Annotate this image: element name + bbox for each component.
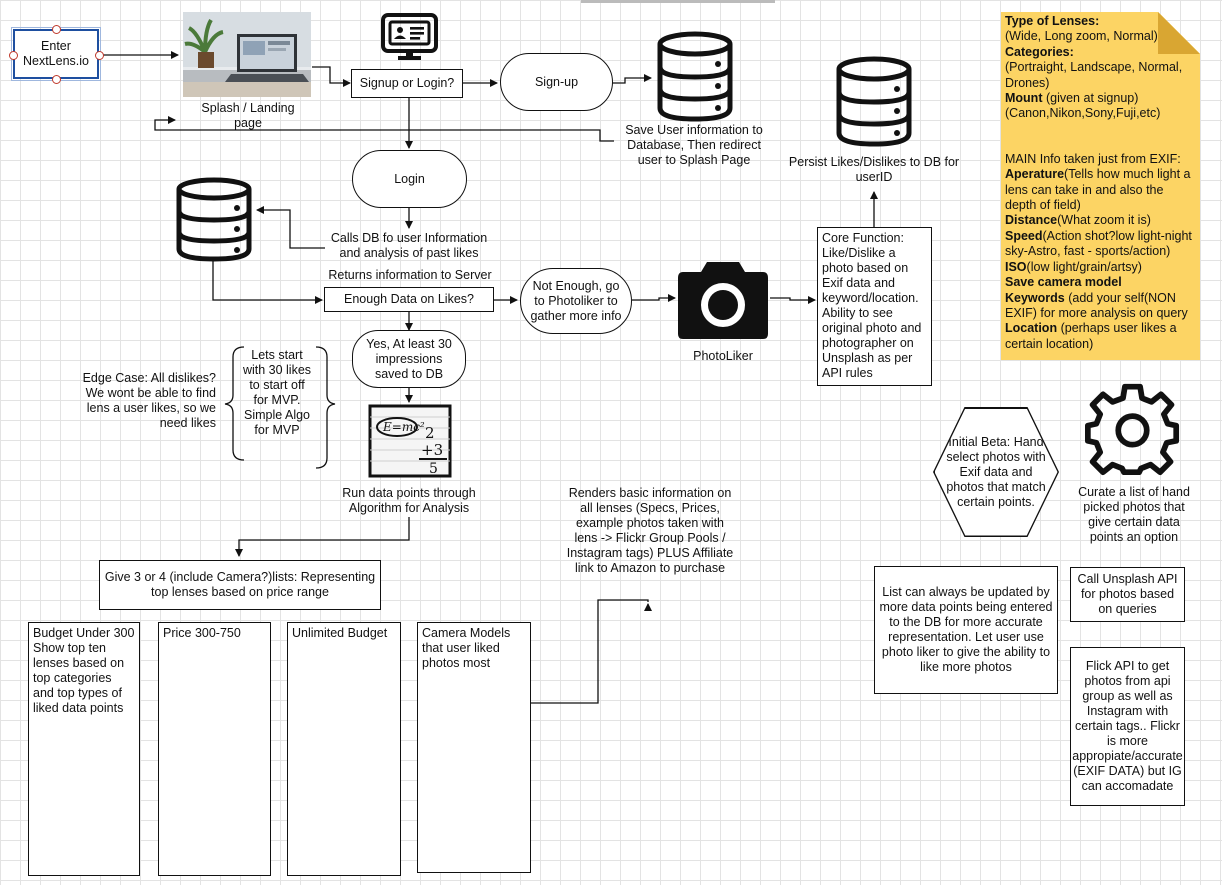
camera-models-box[interactable]: Camera Models that user liked photos mos…	[417, 622, 531, 873]
signup-or-login-decision[interactable]: Signup or Login?	[351, 69, 463, 98]
signup-node[interactable]: Sign-up	[500, 53, 613, 111]
arrow-signup-to-database	[612, 74, 652, 84]
iso-title: ISO	[1005, 259, 1027, 274]
camera-icon	[678, 262, 768, 339]
core-function-label: Core Function: Like/Dislike a photo base…	[822, 231, 922, 380]
core-function-box[interactable]: Core Function: Like/Dislike a photo base…	[817, 227, 932, 386]
selection-handle-right[interactable]	[95, 51, 104, 60]
distance-text: (What zoom it is)	[1057, 213, 1151, 228]
algorithm-formula-icon: E=mc² 2 +3 5	[368, 404, 452, 478]
keywords-text: (add your self(NON EXIF) for more analys…	[1005, 290, 1188, 320]
run-data-label: Run data points through Algorithm for An…	[342, 486, 476, 515]
svg-text:E=mc²: E=mc²	[382, 420, 425, 434]
call-unsplash-box[interactable]: Call Unsplash API for photos based on qu…	[1070, 567, 1185, 622]
save-user-info-label: Save User information to Database, Then …	[625, 123, 763, 167]
arrow-splash-to-signup-or-login	[312, 66, 351, 87]
returns-info-label: Returns information to Server	[328, 268, 492, 282]
gear-icon	[1085, 383, 1180, 476]
signup-or-login-label: Signup or Login?	[359, 76, 455, 90]
start-node-label: Enter NextLens.io	[22, 39, 89, 68]
enough-data-label: Enough Data on Likes?	[344, 292, 474, 306]
unlimited-budget-label: Unlimited Budget	[292, 626, 388, 640]
arrow-not-enough-to-camera	[632, 294, 676, 302]
lets-start-label: Lets start with 30 likes to start off fo…	[242, 348, 312, 437]
login-label: Login	[394, 171, 425, 186]
mount-text: (given at signup) (Canon,Nikon,Sony,Fuji…	[1005, 91, 1161, 121]
brace-right	[315, 346, 336, 469]
curate-list-label: Curate a list of hand picked photos that…	[1078, 485, 1190, 544]
user-profile-monitor-icon	[381, 13, 438, 60]
mount-title: Mount	[1005, 91, 1043, 106]
budget-under-300-box[interactable]: Budget Under 300 Show top ten lenses bas…	[28, 622, 140, 876]
arrow-algorithm-to-lists	[235, 517, 410, 557]
svg-text:2: 2	[425, 424, 435, 442]
categories-text: (Portraight, Landscape, Normal, Drones)	[1005, 60, 1183, 90]
location-title: Location	[1005, 321, 1058, 336]
price-300-750-label: Price 300-750	[163, 626, 241, 640]
aperature-title: Aperature	[1005, 167, 1065, 182]
selection-handle-bottom[interactable]	[52, 75, 61, 84]
arrow-database-to-enough-data	[212, 258, 323, 304]
arrow-redirect-to-splash	[154, 116, 614, 142]
give-lists-box[interactable]: Give 3 or 4 (include Camera?)lists: Repr…	[99, 560, 381, 610]
enough-data-decision[interactable]: Enough Data on Likes?	[324, 287, 494, 312]
lens-info-sticky-note[interactable]: Type of Lenses: (Wide, Long zoom, Normal…	[1001, 12, 1200, 360]
location-text: (perhaps user likes a certain location)	[1005, 321, 1177, 351]
keywords-title: Keywords	[1005, 290, 1065, 305]
top-scrollbar	[581, 0, 775, 3]
login-node[interactable]: Login	[352, 150, 467, 208]
brace-left	[224, 346, 245, 461]
budget-under-300-label: Budget Under 300 Show top ten lenses bas…	[33, 626, 135, 715]
types-title: Type of Lenses:	[1005, 14, 1100, 28]
arrow-camera-to-core-function	[770, 296, 816, 304]
edge-case-label: Edge Case: All dislikes? We wont be able…	[82, 371, 216, 430]
splash-landing-label: Splash / Landing page	[201, 101, 295, 130]
arrow-camera-models-to-renders	[531, 599, 649, 704]
yes-30-label: Yes, At least 30 impressions saved to DB	[366, 336, 452, 381]
svg-text:5: 5	[429, 461, 438, 477]
aperature-text: (Tells how much light a lens can take in…	[1005, 167, 1191, 213]
selection-handle-top[interactable]	[52, 25, 61, 34]
start-node-enter-nextlens[interactable]: Enter NextLens.io	[11, 27, 101, 81]
svg-text:+3: +3	[421, 441, 443, 459]
yes-30-node[interactable]: Yes, At least 30 impressions saved to DB	[352, 330, 466, 388]
likes-database-icon	[836, 56, 912, 147]
user-info-database-icon	[176, 177, 252, 262]
list-updated-box[interactable]: List can always be updated by more data …	[874, 566, 1058, 694]
iso-text: (low light/grain/artsy)	[1026, 259, 1142, 274]
distance-title: Distance	[1005, 213, 1058, 228]
flick-api-box[interactable]: Flick API to get photos from api group a…	[1070, 647, 1185, 806]
give-lists-label: Give 3 or 4 (include Camera?)lists: Repr…	[104, 570, 376, 599]
main-info-text: MAIN Info taken just from EXIF:	[1005, 151, 1181, 166]
photoliker-label: PhotoLiker	[693, 349, 753, 363]
unlimited-budget-box[interactable]: Unlimited Budget	[287, 622, 401, 876]
not-enough-label: Not Enough, go to Photoliker to gather m…	[530, 278, 622, 323]
flick-api-label: Flick API to get photos from api group a…	[1072, 659, 1183, 793]
arrow-calls-db-to-database	[256, 206, 325, 249]
selection-handle-left[interactable]	[9, 51, 18, 60]
save-camera-title: Save camera model	[1005, 275, 1122, 290]
categories-title: Categories:	[1005, 44, 1074, 59]
calls-db-label: Calls DB fo user Information and analysi…	[330, 231, 488, 260]
list-updated-label: List can always be updated by more data …	[879, 585, 1053, 674]
signup-label: Sign-up	[534, 74, 579, 89]
camera-models-label: Camera Models that user liked photos mos…	[422, 626, 511, 670]
call-unsplash-label: Call Unsplash API for photos based on qu…	[1077, 572, 1178, 616]
user-database-icon	[657, 31, 733, 122]
not-enough-node[interactable]: Not Enough, go to Photoliker to gather m…	[520, 268, 632, 334]
speed-text: (Action shot?low light-night sky-Astro, …	[1005, 228, 1192, 259]
price-300-750-box[interactable]: Price 300-750	[158, 622, 271, 876]
types-text: (Wide, Long zoom, Normal)	[1005, 29, 1158, 44]
renders-info-label: Renders basic information on all lenses …	[566, 486, 734, 575]
speed-title: Speed	[1005, 228, 1043, 243]
persist-likes-label: Persist Likes/Dislikes to DB for userID	[788, 155, 960, 184]
splash-page-photo	[183, 12, 311, 97]
initial-beta-label: Initial Beta: Hand select photos with Ex…	[946, 434, 1046, 509]
